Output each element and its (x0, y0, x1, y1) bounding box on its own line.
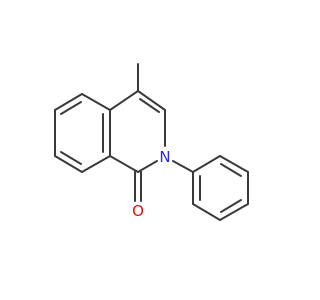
bond-c5-c6 (54, 93, 83, 111)
bond-ph2-ph3-inner (220, 163, 242, 177)
bond-c4-c3 (137, 90, 166, 111)
molecule-structure-diagram: N O (54, 63, 249, 221)
bond-c5-c6-inner (60, 101, 82, 115)
bond-c7-c8 (54, 155, 83, 173)
bond-n-c1 (137, 160, 158, 173)
bond-ph4-ph5 (219, 203, 249, 221)
bond-c4-c3-inner (139, 98, 160, 113)
bond-ph1-ph2 (192, 155, 221, 173)
bond-c7-c8-inner (60, 151, 82, 165)
atom-label-nitrogen: N (159, 148, 170, 166)
bond-layer (54, 63, 249, 221)
bond-c4a-c5 (81, 93, 111, 111)
bond-c1-c8a (109, 155, 139, 173)
bond-ph4-ph5-inner (220, 199, 242, 213)
bond-n-phenyl (172, 160, 194, 173)
bond-ph5-ph6 (192, 203, 221, 221)
bond-c8-c8a (81, 155, 111, 173)
bond-c4a-c4 (109, 90, 139, 111)
atom-label-oxygen: O (132, 202, 144, 220)
bond-ph2-ph3 (219, 155, 249, 173)
